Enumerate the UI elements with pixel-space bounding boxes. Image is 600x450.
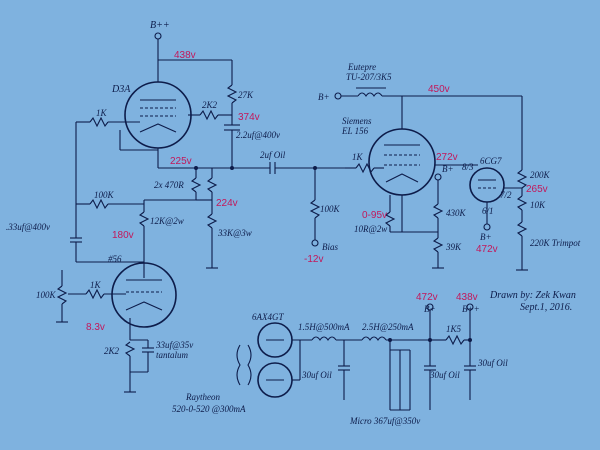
el156-tube [345,95,528,271]
r12k-label: 12K@2w [150,216,184,226]
c22-label: 2.2uf@400v [236,130,280,140]
r200k-label: 200K [530,170,551,180]
r100k-grid-label: 100K [320,204,341,214]
raytheon-label-1: Raytheon [185,392,220,402]
raytheon-label-2: 520-0-520 @300mA [172,404,246,414]
bias-label: Bias [322,242,338,252]
pin-61: 6/1 [482,206,494,216]
voltage-472-ps: 472v [416,292,438,303]
pin-72: 7/2 [500,190,512,200]
r430k-label: 430K [446,208,467,218]
voltage-m12: -12v [304,254,323,265]
c33t-label-2: tantalum [156,350,189,360]
r2k2-56-label: 2K2 [104,346,120,356]
eutepre-label-1: Eutepre [347,62,376,72]
power-supply [236,303,476,411]
tube-56 [56,262,177,393]
d3a-cathode-line [157,148,345,174]
bplus-cg-label: B+ [480,232,492,242]
output-transformer [334,87,402,100]
r27k-label: 27K [238,90,254,100]
r1k-left-label: 1K [96,108,108,118]
voltage-450: 450v [428,84,450,95]
c33t-label-1: 33uf@35v [155,340,193,350]
voltage-472-cg: 472v [476,244,498,255]
pot100k-label: 100K [36,290,57,300]
cathode-resistors [138,168,218,269]
pin-83: 8/3 [462,162,474,172]
bplus-ot-label: B+ [318,92,330,102]
voltage-438-ps: 438v [456,292,478,303]
r33k-label: 33K@3w [217,228,252,238]
r10r-label: 10R@2w [354,224,387,234]
tube-6ax4-label: 6AX4GT [252,312,284,322]
bpp-ps-label: B++ [462,304,480,314]
voltage-224: 224v [216,198,238,209]
c30-2-label: 30uf Oil [429,370,460,380]
d3a-label: D3A [111,84,131,95]
voltage-095: 0-95v [362,210,387,221]
l25h-label: 2.5H@250mA [362,322,414,332]
siemens-label-1: Siemens [342,116,372,126]
voltage-374: 374v [238,112,260,123]
d3a-grid-circuit [70,116,158,263]
voltage-83: 8.3v [86,322,105,333]
bpp-top-label: B++ [150,20,170,31]
r39k-label: 39K [445,242,462,252]
r2x470-label: 2x 470R [154,180,184,190]
r1k5-label: 1K5 [446,324,462,334]
bplus-mid-label: B+ [442,164,454,174]
tube-56-label: #56 [108,254,122,264]
voltage-225: 225v [170,156,192,167]
r2k2-top-label: 2K2 [202,100,218,110]
r1k-el-label: 1K [352,152,364,162]
voltage-272: 272v [436,152,458,163]
eutepre-label-2: TU-207/3K5 [346,72,392,82]
bplus-ps-label: B+ [424,304,436,314]
bpp-top-rail [154,32,240,168]
c33-label: .33uf@400v [6,222,50,232]
l15h-label: 1.5H@500mA [298,322,350,332]
voltage-438-top: 438v [174,50,196,61]
c30-1-label: 30uf Oil [301,370,332,380]
r10k-label: 10K [530,200,546,210]
siemens-label-2: EL 156 [341,126,369,136]
tube-6cg7-label: 6CG7 [480,156,502,166]
trimpot-label: 220K Trimpot [530,238,581,248]
drawn-date: Sept.1, 2016. [520,302,572,313]
r100k-fb-label: 100K [94,190,115,200]
d3a-tube [124,81,192,149]
voltage-265: 265v [526,184,548,195]
tube-6cg7 [309,164,522,269]
r1k-56-label: 1K [90,280,102,290]
c2uf-label: 2uf Oil [260,150,286,160]
voltage-180: 180v [112,230,134,241]
drawn-by: Drawn by: Zek Kwan [489,290,576,301]
micro-label: Micro 367uf@350v [349,416,420,426]
c30-3-label: 30uf Oil [477,358,508,368]
